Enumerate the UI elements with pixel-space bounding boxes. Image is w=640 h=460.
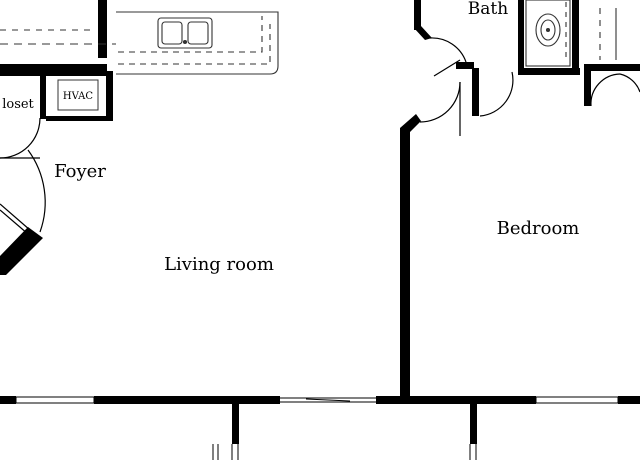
windows bbox=[15, 396, 619, 460]
wall-vanity-bottom bbox=[518, 68, 580, 75]
wall-closet-divider bbox=[40, 71, 46, 119]
wall-vanity-left bbox=[518, 0, 524, 75]
label-hvac: HVAC bbox=[63, 91, 93, 102]
label-foyer: Foyer bbox=[54, 161, 106, 182]
label-living-room: Living room bbox=[164, 254, 274, 275]
counter-outline bbox=[116, 11, 279, 75]
label-bedroom: Bedroom bbox=[497, 218, 580, 239]
wall-hvac-right bbox=[106, 71, 113, 121]
wall-bottom-left bbox=[0, 396, 16, 404]
wall-hvac-bottom bbox=[46, 116, 113, 121]
door-closet-right-swing-2 bbox=[619, 73, 640, 93]
wall-stub-left bbox=[232, 404, 239, 444]
wall-bottom-a bbox=[94, 396, 280, 404]
door-bath-inner-swing bbox=[479, 71, 514, 117]
bath-sink bbox=[535, 13, 561, 47]
wall-bath-vert bbox=[472, 68, 479, 116]
walls bbox=[0, 0, 640, 444]
bath-fixtures bbox=[525, 0, 617, 67]
wall-center-angle bbox=[400, 114, 421, 396]
wall-bath-angle bbox=[414, 26, 432, 40]
wall-bath-stub bbox=[456, 62, 474, 69]
wall-bottom-right bbox=[618, 396, 640, 404]
kitchen-sink-left-basin bbox=[161, 21, 183, 45]
wall-top-left-horizontal bbox=[0, 64, 107, 71]
wall-bottom-b bbox=[376, 396, 536, 404]
hvac-unit bbox=[57, 79, 99, 111]
bath-sink-drain bbox=[545, 27, 551, 33]
kitchen-sink-right-basin bbox=[187, 21, 209, 45]
wall-top-left-vertical bbox=[98, 0, 107, 58]
doors bbox=[0, 37, 640, 235]
wall-stub-right bbox=[470, 404, 477, 444]
door-foyer-swing bbox=[27, 149, 46, 233]
window-bottom-right bbox=[535, 396, 619, 404]
label-closet: loset bbox=[2, 97, 34, 112]
door-closet-swing bbox=[0, 117, 41, 159]
wall-closet-top bbox=[0, 71, 112, 76]
wall-closet-right-top bbox=[584, 64, 640, 71]
label-bath: Bath bbox=[468, 0, 508, 19]
door-bath-swing bbox=[429, 37, 467, 63]
window-bottom-left bbox=[15, 396, 95, 404]
kitchen-faucet bbox=[182, 39, 188, 45]
vanity-counter bbox=[525, 0, 571, 67]
door-bedroom-swing bbox=[419, 81, 461, 123]
wall-vanity-right bbox=[572, 0, 579, 75]
wall-bath-left-top bbox=[414, 0, 421, 30]
kitchen-sink bbox=[157, 17, 213, 49]
bath-sink-inner bbox=[540, 19, 556, 41]
door-bath-leaf bbox=[433, 59, 461, 77]
kitchen-counter bbox=[0, 11, 279, 75]
door-foyer-leaf-2 bbox=[0, 209, 29, 235]
door-foyer-leaf bbox=[0, 203, 31, 231]
counter-inner-dashed bbox=[118, 16, 271, 65]
wall-foyer-angle bbox=[0, 227, 43, 275]
door-closet-right-swing bbox=[590, 73, 621, 107]
wall-closet-right-vert bbox=[584, 64, 591, 106]
sliding-door-mid bbox=[305, 398, 351, 402]
